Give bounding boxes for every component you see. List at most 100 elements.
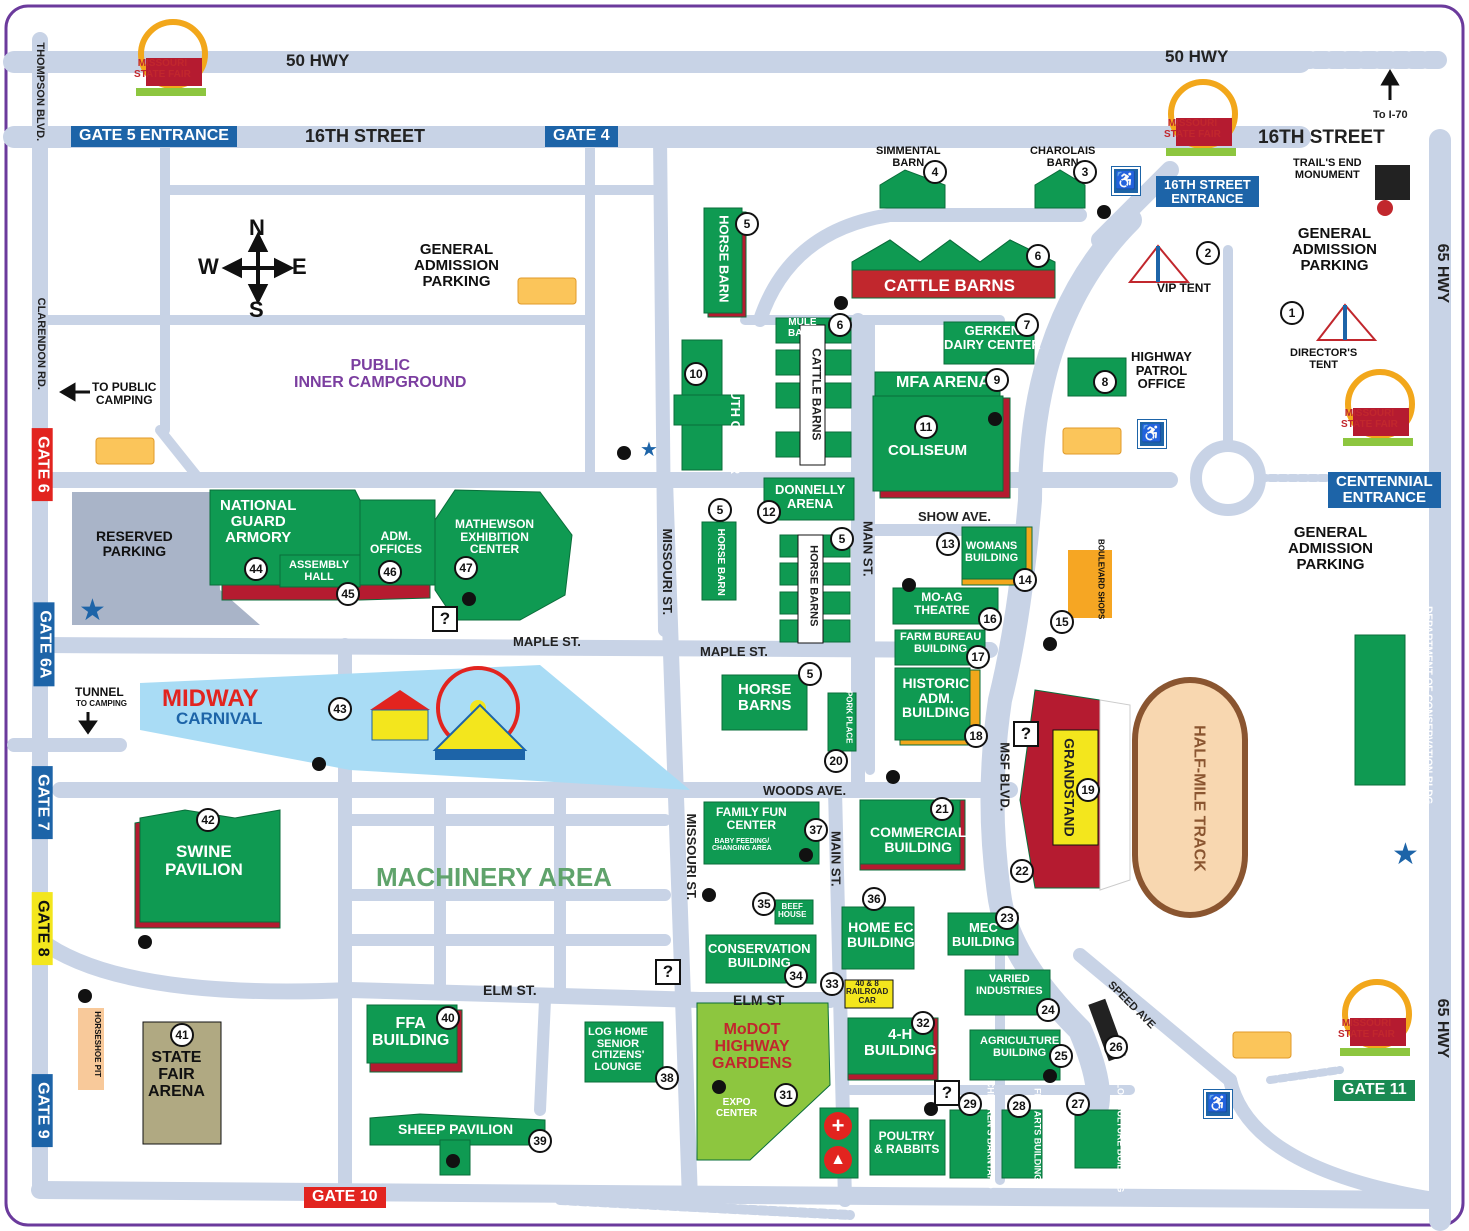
donnelly-arena[interactable]: DONNELLY ARENA	[775, 482, 846, 511]
marker-37: 37	[804, 818, 828, 842]
road-maple-left: MAPLE ST.	[513, 634, 581, 649]
marker-20: 20	[824, 749, 848, 773]
road-main-upper: MAIN ST.	[860, 521, 876, 577]
coliseum[interactable]: COLISEUM	[888, 442, 968, 459]
conservation-dept-bldg[interactable]: DEPARTMENT OF CONSERVATION BLDG	[1422, 606, 1434, 805]
carnival-label: CARNIVAL	[176, 709, 263, 728]
point-dot	[1097, 205, 1111, 219]
varied-industries[interactable]: VARIED INDUSTRIES	[976, 973, 1043, 997]
public-inner-campground: PUBLIC INNER CAMPGROUND	[294, 357, 467, 391]
highway-patrol-label: HIGHWAY PATROL OFFICE	[1131, 349, 1192, 392]
mathewson-center[interactable]: MATHEWSON EXHIBITION CENTER	[455, 517, 535, 557]
road-msf: MSF BLVD.	[997, 742, 1013, 812]
adm-offices[interactable]: ADM. OFFICES	[370, 529, 423, 556]
point-dot	[834, 296, 848, 310]
info-question-icon[interactable]: ?	[432, 606, 458, 632]
farm-bureau-building[interactable]: FARM BUREAU BUILDING	[900, 631, 982, 655]
half-mile-track: HALF-MILE TRACK	[1190, 725, 1208, 872]
boulevard-shops	[1068, 550, 1112, 618]
first-aid-icon: +	[824, 1112, 852, 1140]
info-question-icon[interactable]: ?	[934, 1080, 960, 1106]
horse-barns-5c[interactable]: HORSE BARNS	[738, 681, 792, 714]
historic-adm-building[interactable]: HISTORIC ADM. BUILDING	[902, 675, 970, 721]
marker-33: 33	[820, 972, 844, 996]
tunnel-sub: TO CAMPING	[76, 699, 127, 708]
assembly-hall[interactable]: ASSEMBLY HALL	[289, 559, 350, 583]
star-icon: ★	[1392, 838, 1419, 871]
16th-street-entrance: 16TH STREET ENTRANCE	[1156, 176, 1259, 208]
marker-18: 18	[964, 724, 988, 748]
horse-barn-5b[interactable]: HORSE BARN	[714, 528, 726, 596]
mo-ag-theatre[interactable]: MO-AG THEATRE	[914, 590, 970, 617]
swine-pavilion[interactable]: SWINE PAVILION	[165, 842, 243, 879]
sheep-pavilion[interactable]: SHEEP PAVILION	[398, 1121, 514, 1137]
state-fair-arena[interactable]: STATE FAIR ARENA	[148, 1049, 205, 1100]
commercial-building[interactable]: COMMERCIAL BUILDING	[870, 824, 967, 855]
grandstand[interactable]: GRANDSTAND	[1061, 738, 1078, 837]
ffa-building[interactable]: FFA BUILDING	[372, 1015, 450, 1049]
log-home-lounge[interactable]: LOG HOME SENIOR CITIZENS' LOUNGE	[588, 1026, 648, 1073]
marker-1: 1	[1280, 301, 1304, 325]
marker-45: 45	[336, 582, 360, 606]
agriculture-building[interactable]: AGRICULTURE BUILDING	[980, 1035, 1060, 1059]
gate-6: GATE 6	[31, 428, 53, 501]
gate-11: GATE 11	[1334, 1080, 1415, 1101]
pork-place[interactable]: PORK PLACE	[844, 690, 854, 744]
marker-24: 24	[1036, 998, 1060, 1022]
modot-gardens[interactable]: MoDOT HIGHWAY GARDENS	[712, 1021, 793, 1072]
marker-19: 19	[1076, 778, 1100, 802]
mec-building[interactable]: MEC BUILDING	[952, 920, 1015, 949]
gen-parking-center: GENERAL ADMISSION PARKING	[414, 241, 500, 290]
horse-barn-5a[interactable]: HORSE BARN	[716, 215, 732, 303]
star-icon: ★	[640, 439, 658, 461]
marker-22: 22	[1010, 859, 1034, 883]
gerken-dairy[interactable]: GERKEN DAIRY CENTER	[944, 323, 1041, 352]
marker-47: 47	[454, 556, 478, 580]
poultry-rabbits[interactable]: POULTRY & RABBITS	[874, 1129, 940, 1156]
mule-barn[interactable]: MULE BARN	[788, 317, 817, 339]
mfa-arena[interactable]: MFA ARENA	[896, 374, 990, 391]
horseshoe-pit	[78, 1008, 104, 1090]
horse-barns-vertical[interactable]: HORSE BARNS	[807, 545, 820, 627]
childrens-barnyard[interactable]: CHILDREN'S BARNYARD	[985, 1080, 996, 1189]
family-fun-center[interactable]: FAMILY FUN CENTER	[716, 805, 787, 832]
to-public-camping: TO PUBLIC CAMPING	[92, 380, 157, 407]
marker-6b: 6	[828, 313, 852, 337]
railroad-car[interactable]: 40 & 8 RAILROAD CAR	[846, 979, 889, 1005]
compass-n: N	[249, 215, 265, 240]
youth-center[interactable]: YOUTH CENTER	[728, 371, 744, 475]
home-ec-building[interactable]: HOME EC BUILDING	[847, 919, 915, 950]
road-elm-left: ELM ST.	[483, 982, 537, 998]
point-dot	[462, 592, 476, 606]
4h-building[interactable]: 4-H BUILDING	[864, 1026, 937, 1059]
fine-arts-building[interactable]: FINE ARTS BUILDING	[1032, 1088, 1043, 1182]
marker-36: 36	[862, 887, 886, 911]
point-dot	[312, 757, 326, 771]
marker-21: 21	[930, 797, 954, 821]
cattle-barns-vertical[interactable]: CATTLE BARNS	[809, 348, 824, 441]
marker-4: 4	[923, 160, 947, 184]
womans-building[interactable]: WOMANS BUILDING	[965, 540, 1019, 564]
marker-7: 7	[1015, 313, 1039, 337]
conservation-building[interactable]: CONSERVATION BUILDING	[708, 941, 811, 970]
marker-28: 28	[1007, 1094, 1031, 1118]
marker-15: 15	[1050, 610, 1074, 634]
marker-2: 2	[1196, 241, 1220, 265]
info-question-icon[interactable]: ?	[1013, 721, 1039, 747]
compass-e: E	[292, 254, 307, 279]
floriculture-building[interactable]: FLORICULTURE BUILDING	[1115, 1077, 1126, 1193]
simmental-barn-label: SIMMENTAL BARN	[876, 145, 941, 169]
directors-tent	[1315, 303, 1378, 341]
cattle-barns[interactable]: CATTLE BARNS	[884, 276, 1015, 295]
marker-26: 26	[1104, 1035, 1128, 1059]
info-question-icon[interactable]: ?	[655, 959, 681, 985]
logo-graphics	[136, 19, 1415, 1056]
expo-center[interactable]: EXPO CENTER	[716, 1097, 758, 1119]
marker-14: 14	[1013, 568, 1037, 592]
beef-house[interactable]: BEEF HOUSE	[778, 902, 807, 920]
national-guard-armory[interactable]: NATIONAL GUARD ARMORY	[220, 497, 297, 546]
marker-5d: 5	[798, 662, 822, 686]
road-network	[3, 32, 1451, 1231]
